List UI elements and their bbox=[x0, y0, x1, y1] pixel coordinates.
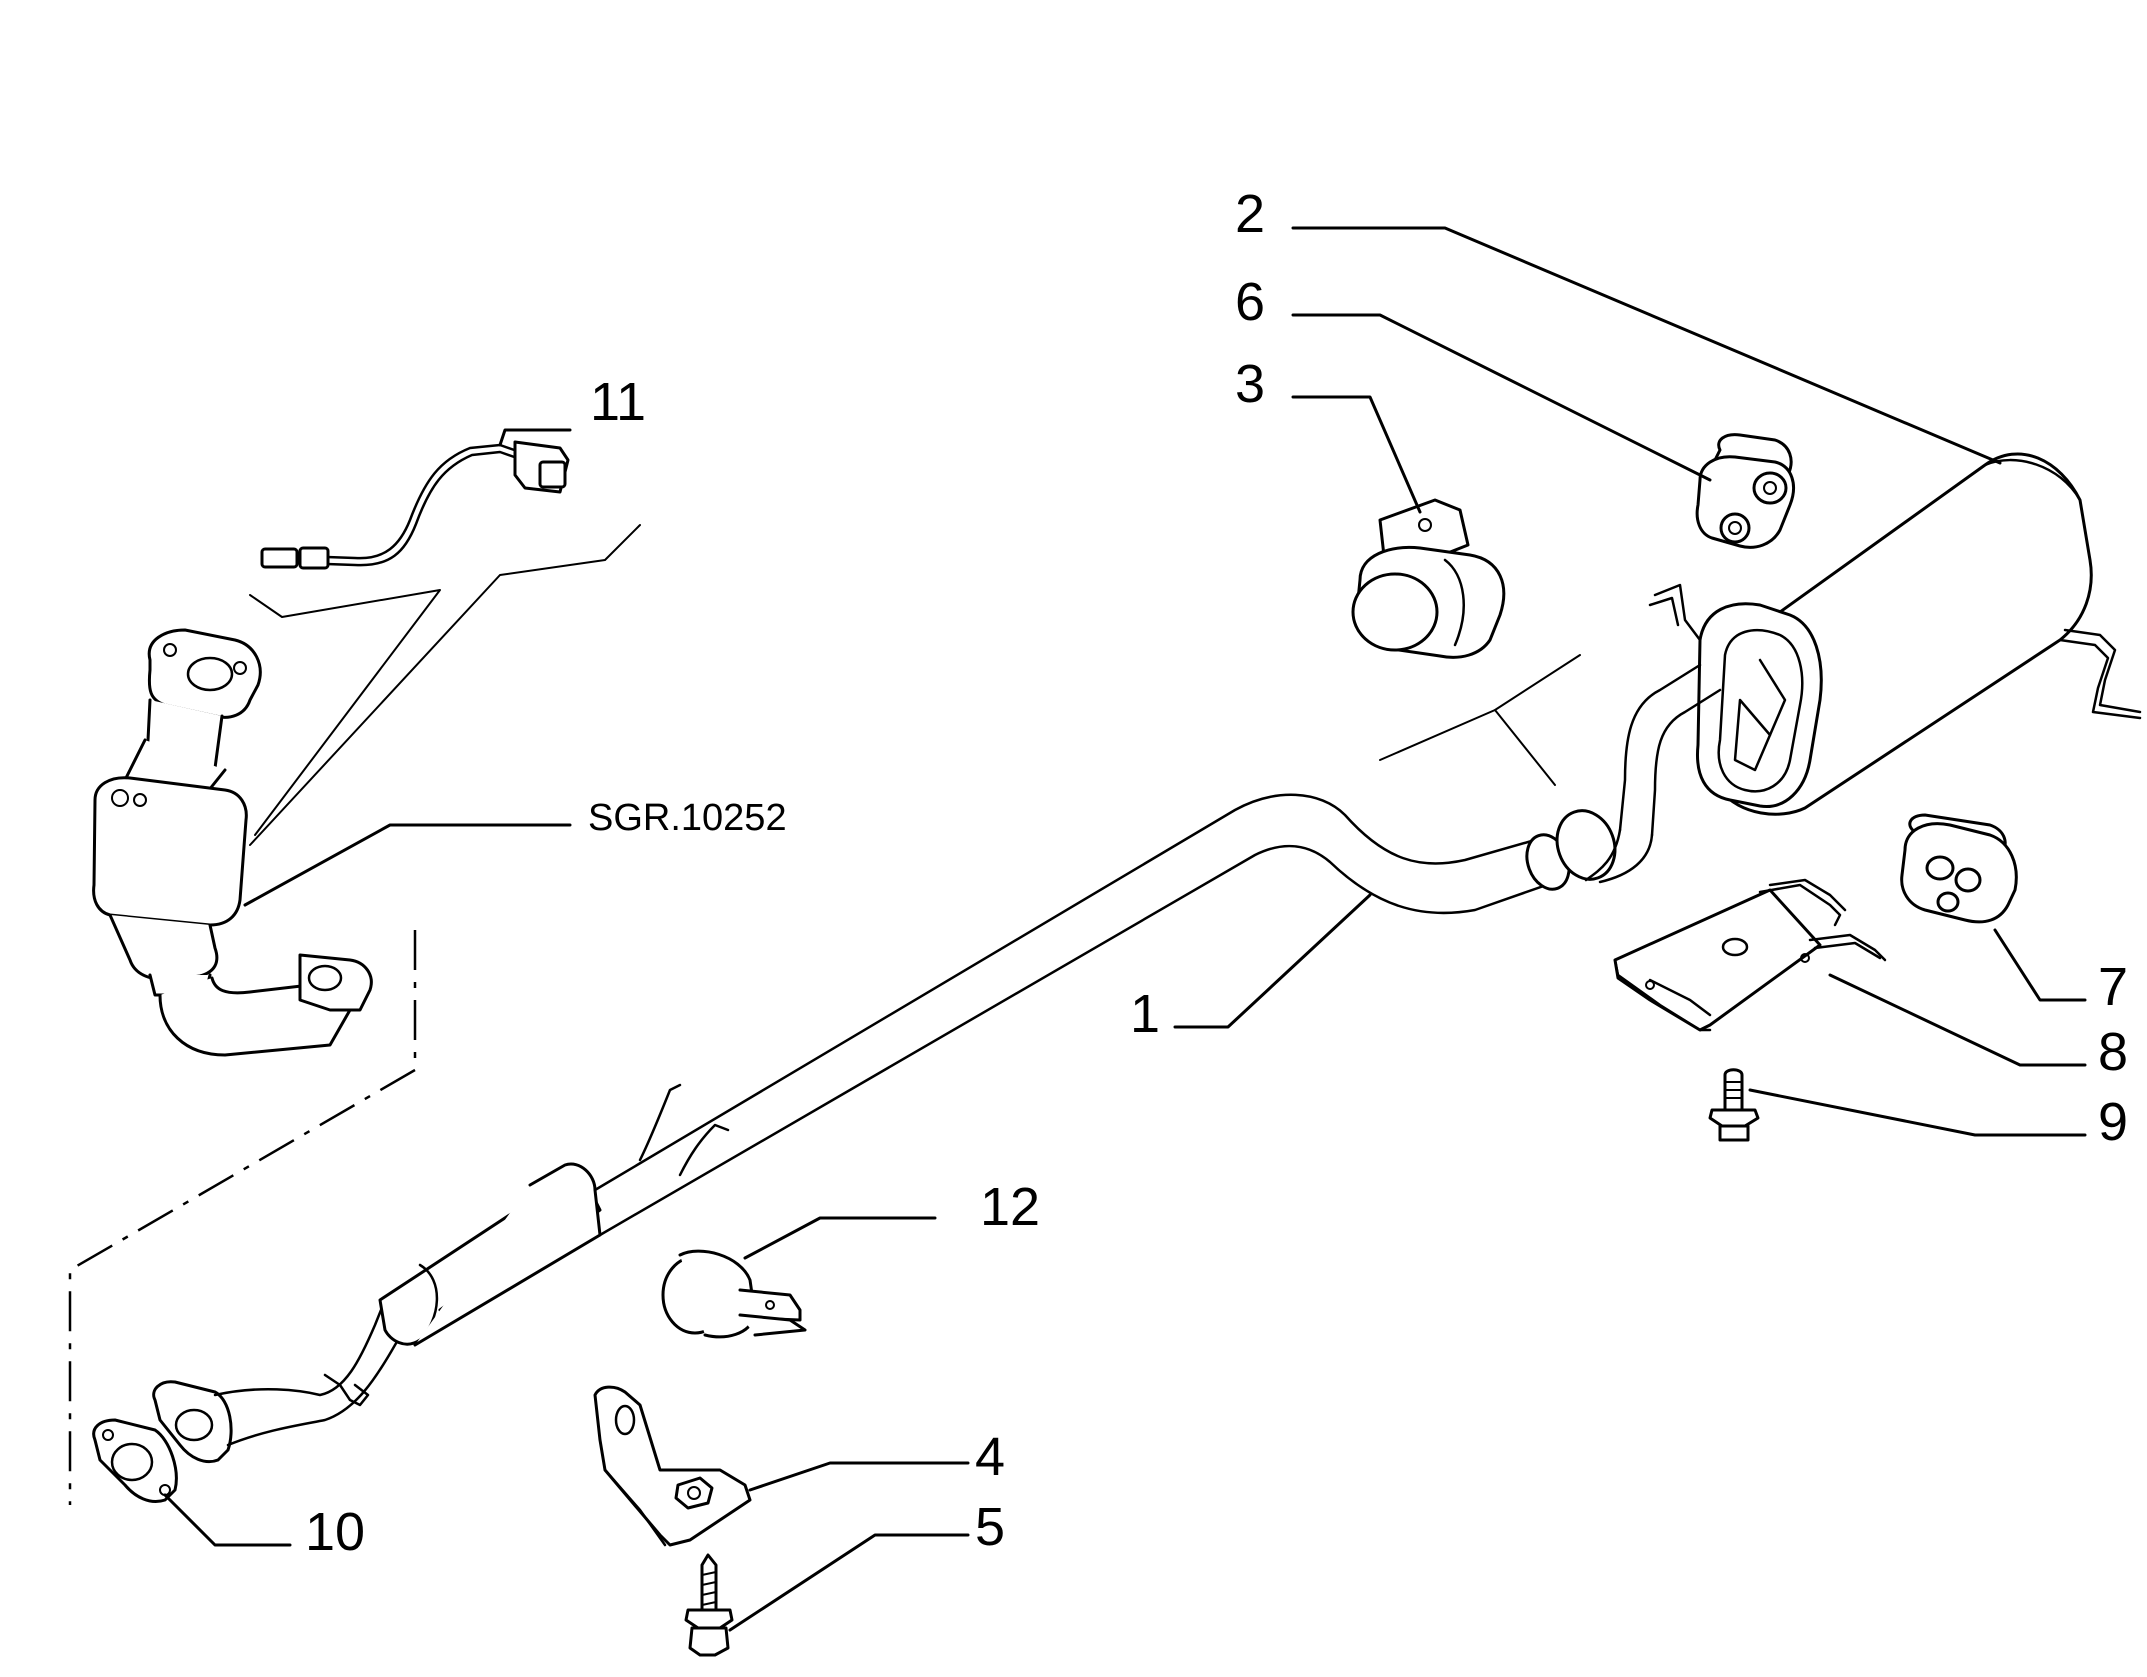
label-5: 5 bbox=[975, 1497, 1005, 1557]
label-4: 4 bbox=[975, 1427, 1005, 1487]
label-7: 7 bbox=[2098, 957, 2128, 1017]
muffler bbox=[1555, 452, 2142, 884]
rubber-mount bbox=[1900, 813, 2018, 924]
label-1: 1 bbox=[1130, 984, 1160, 1044]
label-2: 2 bbox=[1235, 184, 1265, 244]
label-12: 12 bbox=[980, 1177, 1040, 1237]
oxygen-sensor bbox=[260, 440, 570, 570]
part-labels: 2 6 3 11 SGR.10252 1 7 8 9 12 4 5 10 bbox=[305, 184, 2128, 1562]
label-9: 9 bbox=[2098, 1092, 2128, 1152]
label-11: 11 bbox=[590, 372, 646, 432]
heat-shield bbox=[1613, 878, 1887, 1032]
label-8: 8 bbox=[2098, 1022, 2128, 1082]
exhaust-pipe bbox=[152, 793, 1571, 1464]
leader-lines-joint bbox=[1379, 654, 1581, 786]
label-6: 6 bbox=[1235, 272, 1265, 332]
reference-code: SGR.10252 bbox=[588, 797, 787, 839]
phantom-outline bbox=[68, 930, 417, 1505]
bracket bbox=[593, 1385, 752, 1547]
catalytic-converter bbox=[92, 628, 373, 1057]
leader-lines-upper-left bbox=[249, 524, 641, 846]
label-10: 10 bbox=[305, 1502, 365, 1562]
pipe-clamp bbox=[661, 1249, 807, 1339]
rubber-hanger bbox=[1695, 433, 1795, 549]
gasket bbox=[92, 1418, 178, 1503]
bolt bbox=[1708, 1068, 1760, 1142]
leader-lines bbox=[163, 226, 2087, 1632]
clamp bbox=[1351, 498, 1506, 659]
screw bbox=[684, 1553, 734, 1657]
label-3: 3 bbox=[1235, 354, 1265, 414]
